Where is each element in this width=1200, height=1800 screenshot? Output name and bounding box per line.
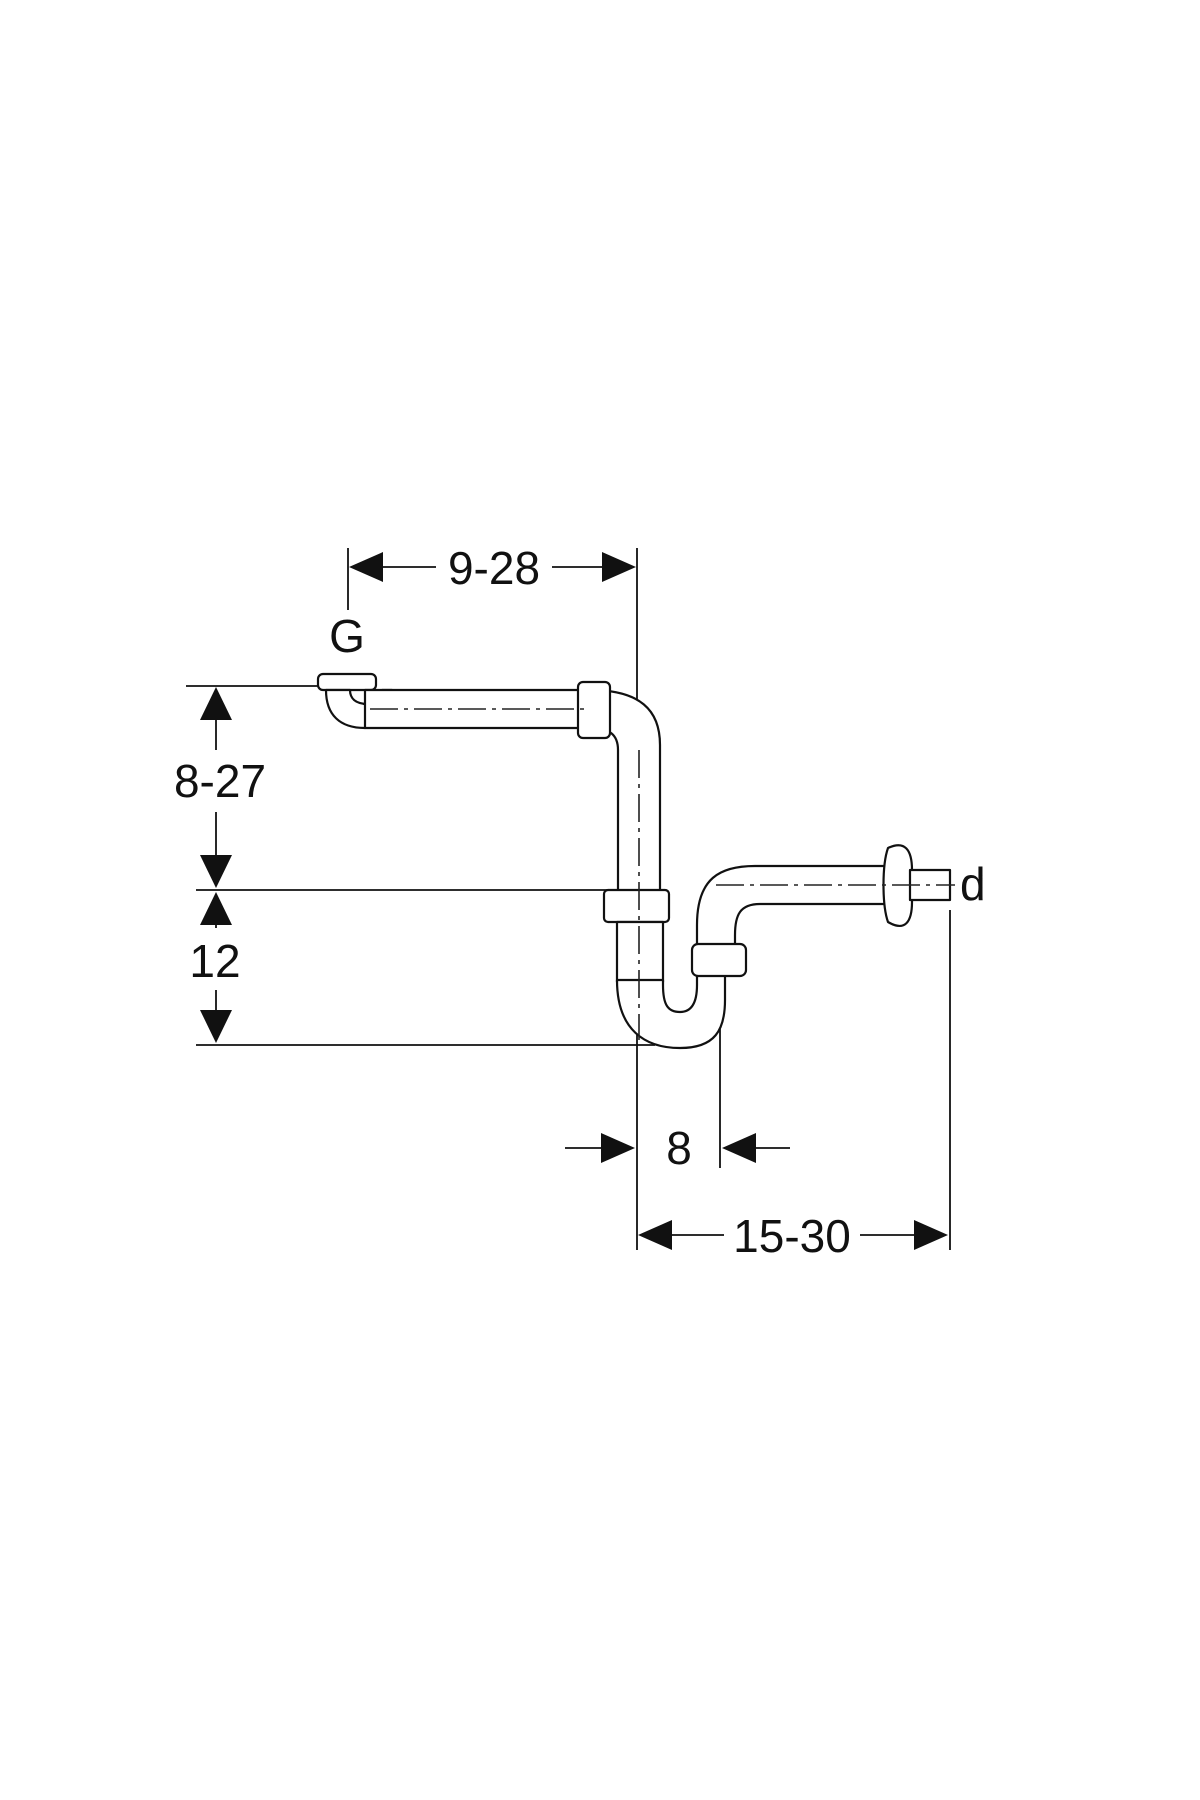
arrow-outlet-left: [638, 1220, 672, 1250]
outlet-elbow: [695, 864, 892, 962]
dim-trap-height-text: 12: [189, 935, 240, 987]
dim-left-height-text: 8-27: [174, 755, 266, 807]
arrow-left-bottom: [200, 855, 232, 888]
trap-sleeve: [690, 942, 748, 978]
outlet-label: d: [960, 858, 986, 910]
arrow-trap-bottom: [200, 1010, 232, 1043]
center-lines: [370, 708, 955, 1040]
inlet-elbow: [324, 688, 370, 730]
inlet-nut: [316, 672, 378, 692]
dim-trap-offset-text: 8: [666, 1122, 692, 1174]
arrow-top-left: [349, 552, 383, 582]
dim-trap-height: 12: [189, 892, 241, 1043]
trap-left-leg: [615, 920, 665, 984]
arrow-top-right: [602, 552, 636, 582]
dim-outlet-length-text: 15-30: [733, 1210, 851, 1262]
vertical-nut: [602, 888, 671, 924]
dim-left-height: 8-27: [174, 687, 266, 888]
upper-sleeve: [576, 680, 612, 740]
dim-top-width: 9-28: [349, 542, 636, 594]
dim-top-width-text: 9-28: [448, 542, 540, 594]
arrow-left-top: [200, 687, 232, 720]
dim-outlet-length: 15-30: [638, 1210, 948, 1262]
arrow-trap-top: [200, 892, 232, 925]
trap-u-bend: [615, 973, 727, 1050]
inlet-label: G: [329, 610, 365, 662]
arrow-outlet-right: [914, 1220, 948, 1250]
arrow-offset-right: [722, 1133, 756, 1163]
dim-trap-offset: 8: [565, 1122, 790, 1174]
siphon-pipes: [316, 672, 952, 1050]
arrow-offset-left: [601, 1133, 635, 1163]
